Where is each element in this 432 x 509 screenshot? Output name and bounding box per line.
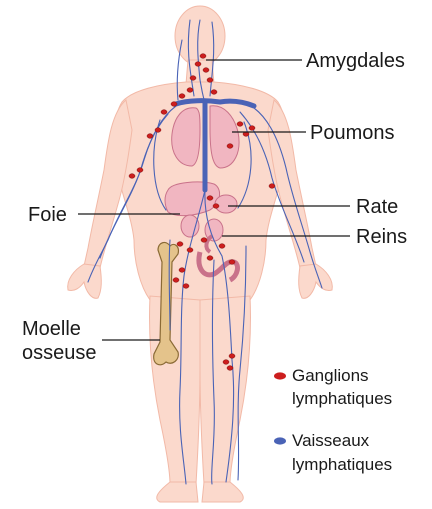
label-poumons: Poumons [310,122,395,144]
label-reins: Reins [356,226,407,248]
label-rate: Rate [356,196,398,218]
label-amygdales: Amygdales [306,50,405,72]
legend-vaisseaux-line2: lymphatiques [292,454,392,476]
label-moelle-line2: osseuse [22,342,97,364]
label-moelle-line1: Moelle [22,318,81,340]
label-foie: Foie [28,204,67,226]
vessel-dot-icon [274,437,286,444]
legend-ganglions-line2: lymphatiques [292,388,392,410]
kidney-left [181,215,199,237]
legend-ganglions-line1: Ganglions [292,365,369,387]
legend-vaisseaux-line1: Vaisseaux [292,430,369,452]
ganglion-dot-icon [274,372,286,379]
